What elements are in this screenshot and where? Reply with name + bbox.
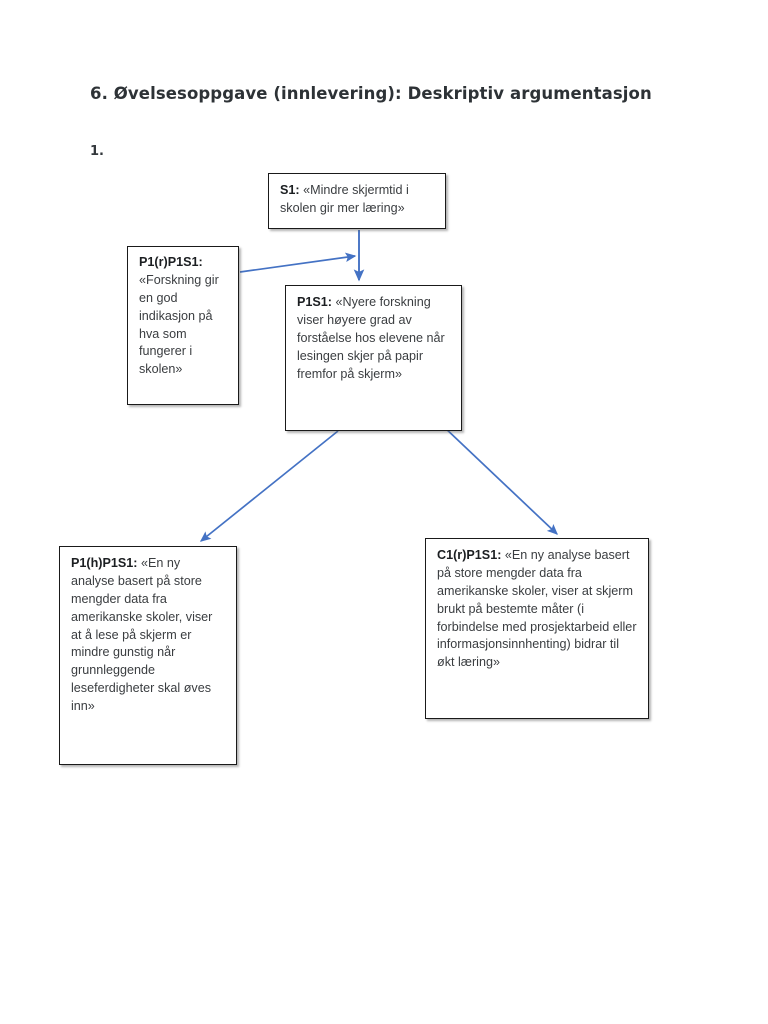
diagram-node-p1r-p1s1[interactable]: P1(r)P1S1: «Forskning gir en god indikas… [127, 246, 239, 405]
edge-p1s1-to-p1h [199, 430, 339, 542]
node-text: «En ny analyse basert på store mengder d… [71, 556, 213, 713]
node-tag: P1S1: [297, 295, 333, 309]
node-text: «Mindre skjermtid i skolen gir mer lærin… [280, 183, 409, 215]
node-tag: C1(r)P1S1: [437, 548, 502, 562]
edge-p1s1-to-c1r [442, 425, 558, 535]
page-title: 6. Øvelsesoppgave (innlevering): Deskrip… [90, 84, 652, 103]
diagram-node-p1h-p1s1[interactable]: P1(h)P1S1: «En ny analyse basert på stor… [59, 546, 237, 765]
node-tag: S1: [280, 183, 300, 197]
edge-p1r-to-trunk [239, 252, 357, 273]
node-tag: P1(h)P1S1: [71, 556, 138, 570]
list-marker: 1. [90, 144, 104, 159]
node-text: «En ny analyse basert på store mengder d… [437, 548, 637, 670]
node-text: «Forskning gir en god indikasjon på hva … [139, 272, 219, 377]
node-text: «Nyere forskning viser høyere grad av fo… [297, 295, 445, 381]
node-tag: P1(r)P1S1: [139, 255, 203, 269]
diagram-node-s1[interactable]: S1: «Mindre skjermtid i skolen gir mer l… [268, 173, 446, 229]
diagram-node-p1s1[interactable]: P1S1: «Nyere forskning viser høyere grad… [285, 285, 462, 431]
diagram-node-c1r-p1s1[interactable]: C1(r)P1S1: «En ny analyse basert på stor… [425, 538, 649, 719]
